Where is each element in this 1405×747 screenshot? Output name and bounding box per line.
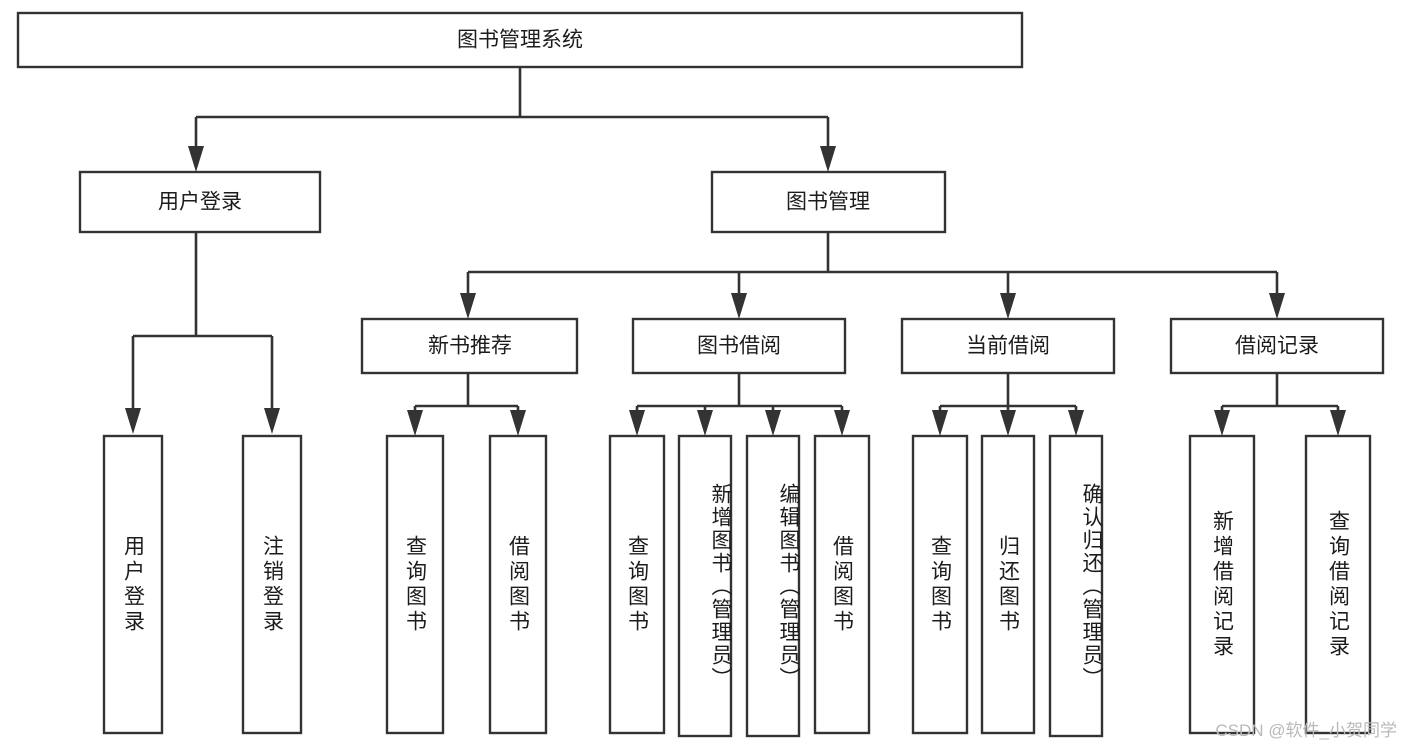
arrow-borrow-leaf4: [834, 410, 850, 436]
node-box-leaf-current-1[interactable]: [911, 434, 969, 735]
node-group-level1: 用户登录 图书管理: [78, 170, 947, 234]
node-box-root[interactable]: [16, 11, 1024, 69]
node-label-root: 图书管理系统: [457, 29, 583, 52]
node-box-leaf-records-2[interactable]: [1304, 434, 1372, 735]
node-group-level3: [102, 434, 1372, 738]
arrow-root-to-login: [188, 146, 204, 172]
edge-group-bookmgmt-to-level2: [460, 232, 1285, 319]
node-box-leaf-borrow-1[interactable]: [608, 434, 666, 735]
arrow-current-leaf1: [932, 410, 948, 436]
node-box-leaf-borrow-2[interactable]: [677, 434, 733, 738]
arrow-bookmgmt-current: [1000, 293, 1016, 319]
node-box-bookmgmt[interactable]: [710, 170, 947, 234]
arrow-bookmgmt-borrow: [731, 293, 747, 319]
arrow-borrow-leaf3: [765, 410, 781, 436]
node-box-leaf-borrow-4[interactable]: [813, 434, 871, 735]
watermark-text: CSDN @软件_小贺同学: [1215, 721, 1397, 740]
arrow-root-to-bookmgmt: [820, 146, 836, 172]
node-label-login: 用户登录: [158, 191, 242, 214]
arrow-borrow-leaf2: [697, 410, 713, 436]
arrow-records-leaf2: [1330, 410, 1346, 436]
arrow-records-leaf1: [1214, 410, 1230, 436]
node-box-leaf-login-1[interactable]: [102, 434, 164, 735]
node-group-level2: 新书推荐 图书借阅 当前借阅 借阅记录: [360, 317, 1385, 375]
node-box-records[interactable]: [1169, 317, 1385, 375]
arrow-current-leaf3: [1068, 410, 1084, 436]
edge-group-current-to-leaves: [932, 373, 1084, 436]
arrow-login-leaf1: [125, 408, 141, 434]
arrow-newbook-leaf2: [510, 410, 526, 436]
edge-group-borrow-to-leaves: [629, 373, 850, 436]
node-box-borrow[interactable]: [631, 317, 847, 375]
edge-group-root-to-level1: [188, 67, 836, 172]
node-box-leaf-current-3[interactable]: [1048, 434, 1104, 738]
node-box-leaf-newbook-2[interactable]: [488, 434, 548, 735]
node-group-level0: 图书管理系统: [16, 11, 1024, 69]
arrow-login-leaf2: [264, 408, 280, 434]
node-box-leaf-current-2[interactable]: [980, 434, 1036, 735]
edge-group-login-to-leaves: [125, 232, 280, 434]
node-box-login[interactable]: [78, 170, 322, 234]
node-box-leaf-records-1[interactable]: [1188, 434, 1256, 735]
node-box-current[interactable]: [900, 317, 1116, 375]
node-label-newbook: 新书推荐: [428, 335, 512, 358]
arrow-newbook-leaf1: [407, 410, 423, 436]
arrow-borrow-leaf1: [629, 410, 645, 436]
node-label-records: 借阅记录: [1235, 335, 1319, 358]
node-label-current: 当前借阅: [966, 335, 1050, 358]
node-box-leaf-newbook-1[interactable]: [385, 434, 445, 735]
edge-group-newbook-to-leaves: [407, 373, 526, 436]
arrow-bookmgmt-records: [1269, 293, 1285, 319]
node-label-bookmgmt: 图书管理: [786, 191, 870, 214]
edge-group-records-to-leaves: [1214, 373, 1346, 436]
node-label-borrow: 图书借阅: [697, 335, 781, 358]
arrow-bookmgmt-newbook: [460, 293, 476, 319]
arrow-current-leaf2: [1000, 410, 1016, 436]
node-box-newbook[interactable]: [360, 317, 579, 375]
node-box-leaf-login-2[interactable]: [241, 434, 303, 735]
node-box-leaf-borrow-3[interactable]: [745, 434, 801, 738]
